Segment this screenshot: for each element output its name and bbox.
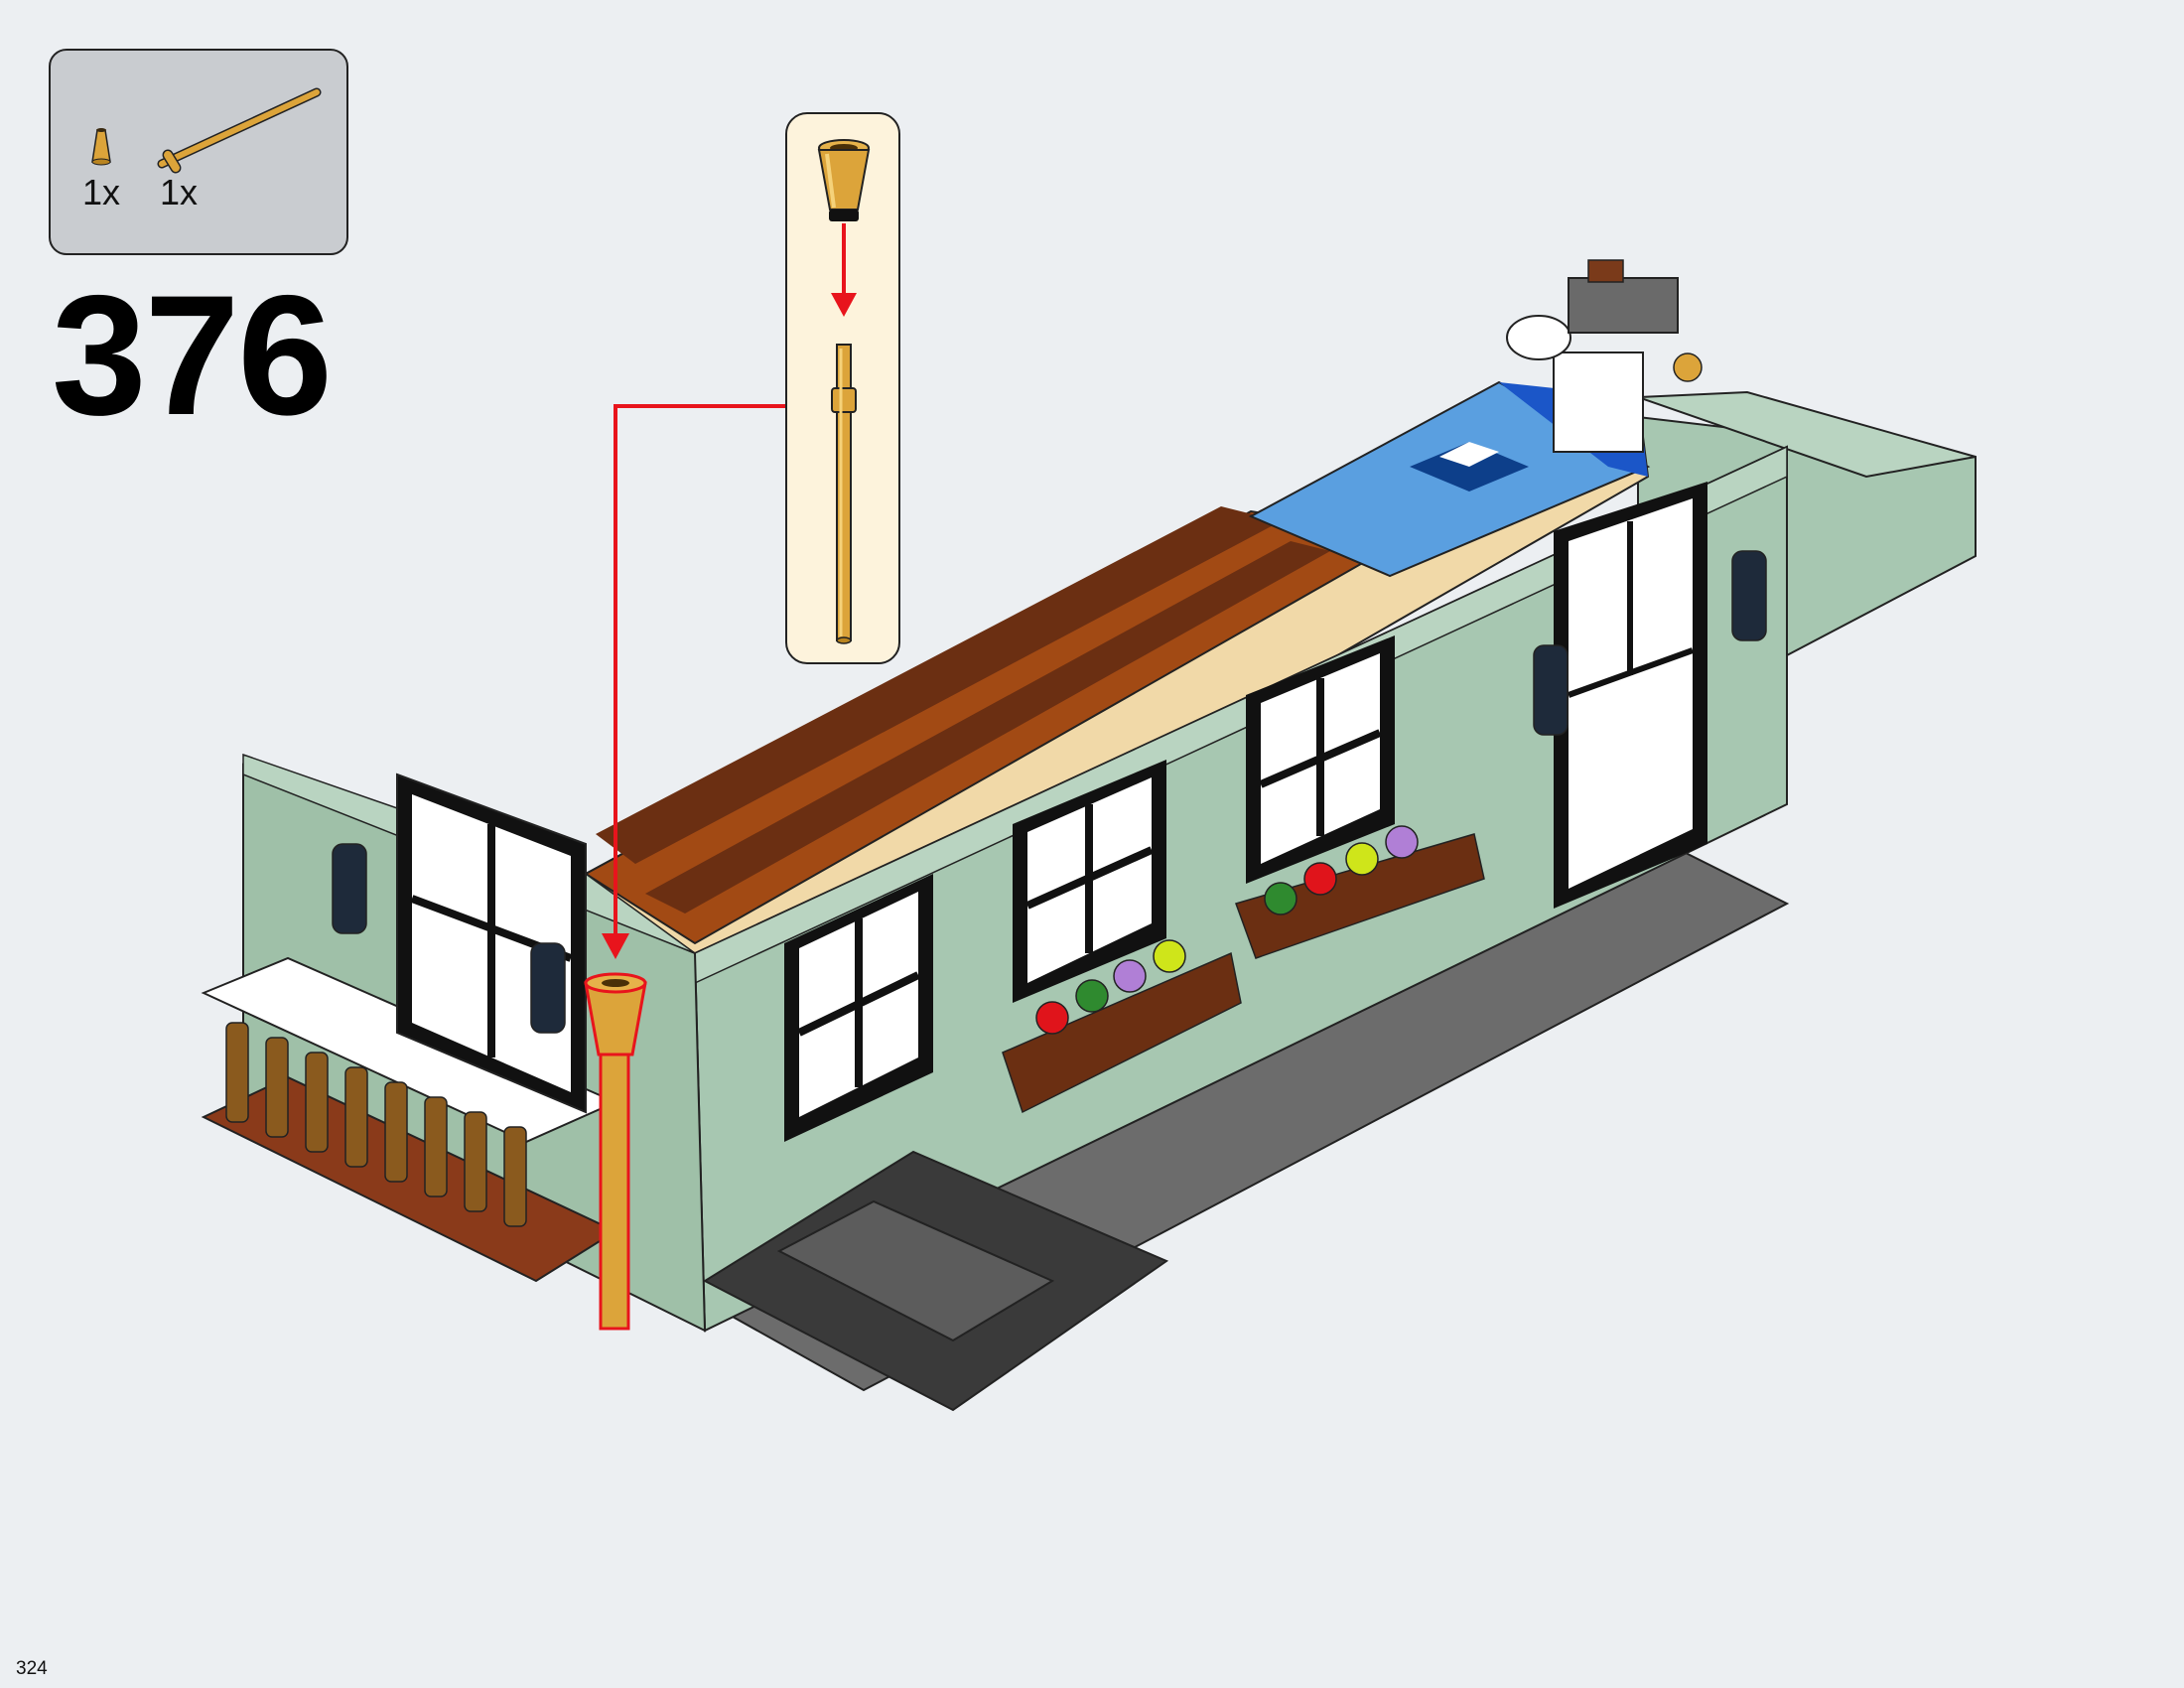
window-2 [1013,760,1166,1003]
assembly-arrow [602,404,785,959]
roof-floor [584,380,1651,995]
front-door [1554,482,1707,909]
flower-boxes [1002,825,1485,1114]
front-wall-windows [784,482,1707,1142]
window-1 [784,874,933,1142]
callout-cone-piece [817,139,871,221]
roof-details [1506,259,1703,453]
dark-steps [702,1150,1169,1412]
callout-arrow [831,223,857,317]
part-quantity-2: 1x [160,172,199,212]
subassembly-callout [785,112,900,664]
parts-icons [91,87,322,174]
subassembly-illustration [817,139,871,644]
part-quantity-1: 1x [82,172,121,212]
callout-bar-piece [831,344,857,644]
new-gold-post [584,972,647,1331]
window-3 [1246,635,1395,884]
parts-list-box: 1x 1x [49,49,348,255]
page-number: 324 [16,1658,48,1679]
gold-bar-piece-icon [157,87,322,174]
step-number: 376 [52,260,333,451]
wall-lamps [332,550,1767,1034]
gold-cone-piece-icon [91,128,111,166]
